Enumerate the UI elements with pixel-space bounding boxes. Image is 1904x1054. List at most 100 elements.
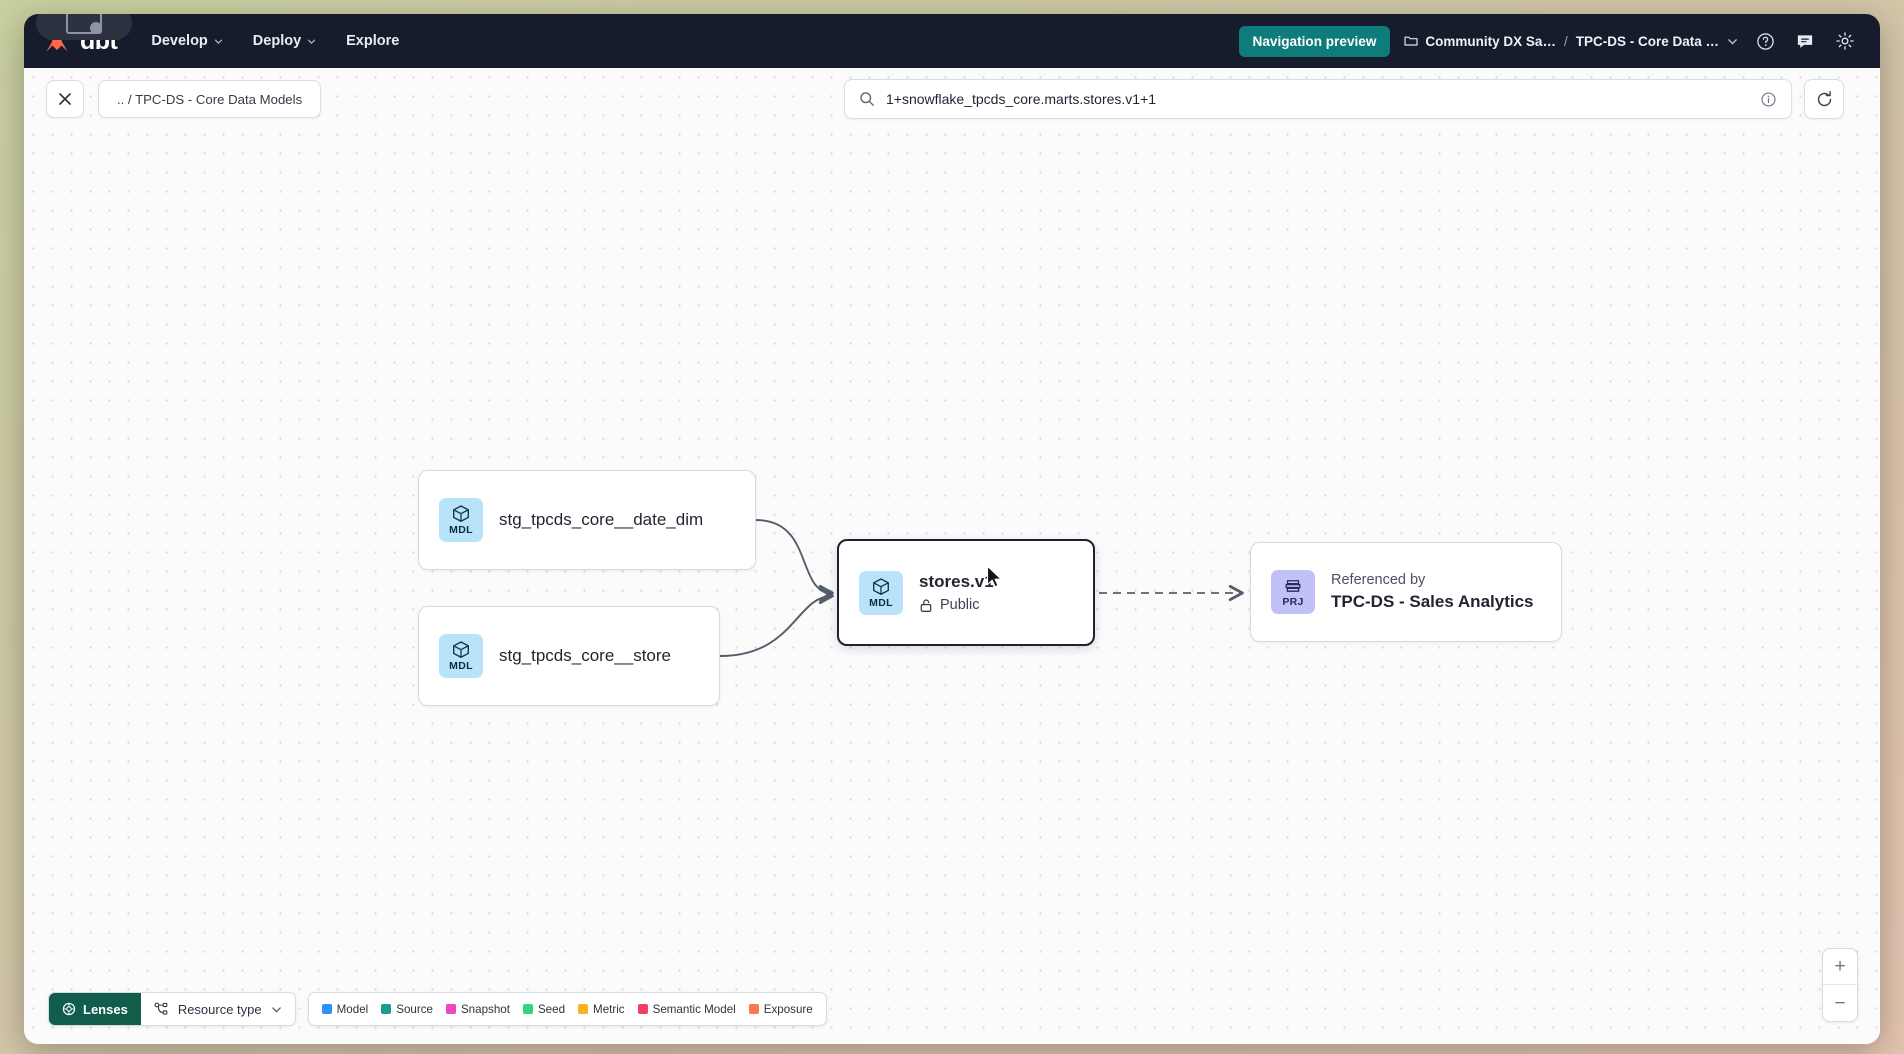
node-badge-label: PRJ <box>1282 596 1304 609</box>
lineage-canvas[interactable]: .. / TPC-DS - Core Data Models <box>24 68 1880 1044</box>
info-icon[interactable] <box>1760 91 1777 108</box>
folder-icon <box>1404 36 1419 46</box>
refresh-icon <box>1817 90 1831 106</box>
close-button[interactable] <box>46 80 84 118</box>
zoom-in-button[interactable]: + <box>1823 949 1857 985</box>
graph-node-stg-date-dim[interactable]: MDL stg_tpcds_core__date_dim <box>418 470 756 570</box>
node-access-label: Public <box>940 597 980 613</box>
node-badge-mdl: MDL <box>439 498 483 542</box>
app-window: dbt Develop Deploy Explore Navigation pr… <box>24 14 1880 1044</box>
account-project-breadcrumb: Community DX Sa… / TPC-DS - Core Data … <box>1404 34 1738 49</box>
legend-swatch-semantic-model <box>637 1004 648 1014</box>
legend-swatch-model <box>321 1004 332 1014</box>
legend-swatch-source <box>381 1004 392 1014</box>
legend-item-snapshot: Snapshot <box>445 1002 510 1016</box>
breadcrumb-account-label: Community DX Sa… <box>1425 33 1556 49</box>
legend-label-model: Model <box>336 1002 369 1016</box>
legend-swatch-exposure <box>748 1004 759 1014</box>
unlock-icon <box>920 598 932 612</box>
legend-item-semantic-model: Semantic Model <box>637 1002 736 1016</box>
graph-node-stores-v1[interactable]: MDL stores.v1 Public <box>837 539 1095 646</box>
node-badge-label: MDL <box>449 524 473 537</box>
node-text-group: Referenced by TPC-DS - Sales Analytics <box>1331 572 1534 612</box>
node-text-group: stg_tpcds_core__store <box>499 646 671 666</box>
refresh-button[interactable] <box>1804 79 1844 119</box>
resource-type-label: Resource type <box>177 1001 262 1017</box>
feedback-icon[interactable] <box>1792 28 1818 54</box>
node-kicker: Referenced by <box>1331 572 1426 588</box>
legend-label-source: Source <box>396 1002 433 1016</box>
node-badge-label: MDL <box>449 660 473 673</box>
edge-store-to-stores <box>719 587 834 657</box>
legend-label-semantic-model: Semantic Model <box>652 1002 736 1016</box>
node-badge-mdl: MDL <box>859 570 903 615</box>
nav-link-deploy-label: Deploy <box>252 33 302 49</box>
node-title: TPC-DS - Sales Analytics <box>1331 592 1534 611</box>
lineage-bottom-bar: Lenses Resource type Model <box>48 992 827 1026</box>
legend-item-metric: Metric <box>578 1003 625 1016</box>
node-title: stores.v1 <box>919 572 994 591</box>
chevron-down-icon[interactable] <box>1727 36 1738 47</box>
lineage-edges <box>719 519 1244 657</box>
legend-item-source: Source <box>381 1003 433 1016</box>
lenses-label: Lenses <box>83 1001 128 1017</box>
node-access-badge: Public <box>919 597 994 613</box>
search-icon <box>860 92 874 106</box>
node-title: stg_tpcds_core__store <box>499 646 671 665</box>
legend-label-exposure: Exposure <box>763 1002 813 1016</box>
nav-link-deploy[interactable]: Deploy <box>253 33 316 49</box>
legend-swatch-snapshot <box>445 1004 456 1014</box>
breadcrumb-separator: / <box>1563 33 1568 49</box>
cube-icon <box>453 641 469 659</box>
nav-link-develop[interactable]: Develop <box>151 33 222 49</box>
top-navigation-bar: dbt Develop Deploy Explore Navigation pr… <box>24 14 1880 68</box>
legend-label-metric: Metric <box>593 1002 625 1016</box>
resource-type-dropdown[interactable]: Resource type <box>140 993 295 1025</box>
lens-control-group: Lenses Resource type <box>48 992 296 1026</box>
window-tab-nub <box>36 14 132 40</box>
breadcrumb-account[interactable]: Community DX Sa… <box>1404 34 1556 49</box>
breadcrumb-pill[interactable]: .. / TPC-DS - Core Data Models <box>98 80 322 118</box>
chevron-down-icon <box>214 39 222 44</box>
chevron-down-icon <box>308 39 316 44</box>
chevron-down-icon <box>271 1006 281 1013</box>
lineage-toolbar: .. / TPC-DS - Core Data Models <box>24 68 1880 130</box>
node-title: stg_tpcds_core__date_dim <box>499 510 704 529</box>
legend-label-snapshot: Snapshot <box>460 1002 510 1016</box>
cube-icon <box>873 578 889 595</box>
legend-swatch-seed <box>522 1004 533 1014</box>
help-circle-icon[interactable] <box>1752 28 1778 54</box>
close-icon <box>59 93 71 105</box>
node-badge-prj: PRJ <box>1271 570 1315 614</box>
resource-type-legend: Model Source Snapshot Seed Metric <box>307 992 827 1026</box>
node-text-group: stg_tpcds_core__date_dim <box>499 510 703 530</box>
nav-link-develop-label: Develop <box>151 33 208 49</box>
zoom-controls: + − <box>1822 948 1858 1022</box>
search-input[interactable] <box>886 91 1749 107</box>
legend-swatch-metric <box>578 1004 589 1014</box>
nav-right-group: Navigation preview Community DX Sa… / TP… <box>1238 25 1858 57</box>
graph-node-stg-store[interactable]: MDL stg_tpcds_core__store <box>418 606 720 706</box>
nodes-icon <box>154 1002 168 1015</box>
lens-icon <box>62 1002 76 1016</box>
nav-link-explore[interactable]: Explore <box>346 33 399 49</box>
layers-icon <box>1285 580 1301 593</box>
cube-icon <box>453 505 469 523</box>
search-box[interactable] <box>844 79 1792 119</box>
nav-links: Develop Deploy Explore <box>151 33 399 49</box>
gear-icon[interactable] <box>1832 28 1858 54</box>
nav-link-explore-label: Explore <box>346 33 400 49</box>
graph-node-referenced-by-project[interactable]: PRJ Referenced by TPC-DS - Sales Analyti… <box>1250 542 1562 642</box>
edge-date-dim-to-stores <box>755 519 834 602</box>
zoom-out-button[interactable]: − <box>1834 992 1846 1014</box>
breadcrumb-project-label[interactable]: TPC-DS - Core Data … <box>1575 33 1719 49</box>
legend-label-seed: Seed <box>537 1002 566 1016</box>
node-text-group: stores.v1 Public <box>919 572 994 613</box>
navigation-preview-badge[interactable]: Navigation preview <box>1238 25 1391 57</box>
legend-item-model: Model <box>321 1002 369 1016</box>
tab-nub-icon <box>66 14 102 34</box>
node-badge-mdl: MDL <box>439 634 483 678</box>
legend-item-seed: Seed <box>522 1002 566 1016</box>
legend-item-exposure: Exposure <box>748 1002 813 1016</box>
lenses-button[interactable]: Lenses <box>49 993 141 1025</box>
